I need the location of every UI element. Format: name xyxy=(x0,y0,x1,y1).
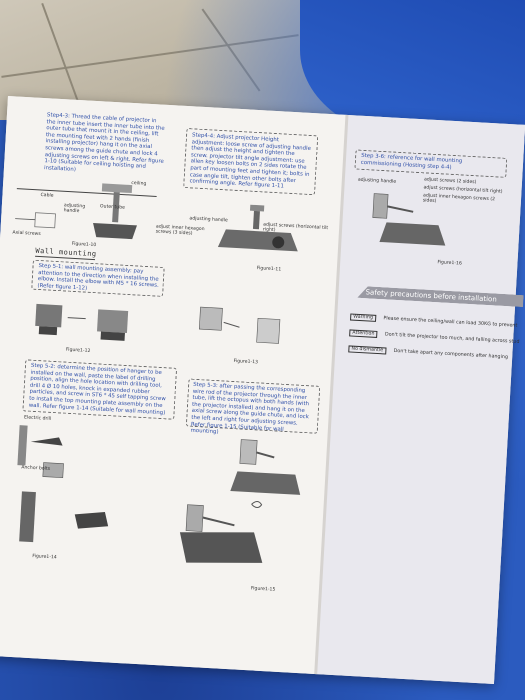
handle-label: adjusting handle xyxy=(63,203,86,215)
warning-tag: Warning xyxy=(350,313,377,322)
cable-label: Cable xyxy=(40,192,54,199)
ceiling-mount-figure xyxy=(15,183,157,240)
step5-2-text: Step 5-2: determine the position of hang… xyxy=(28,362,166,416)
step5-3-text: Step 5-3: after passing the correspondin… xyxy=(190,381,310,436)
instruction-sheet: Step4-3: Thread the cable of projector i… xyxy=(0,96,525,685)
step4-3-text: Step4-3: Thread the cable of projector i… xyxy=(43,112,165,173)
wall-drilling-figure xyxy=(17,425,109,543)
elbow-assembly-figure xyxy=(35,303,281,344)
wall-commission-figure xyxy=(372,193,446,246)
wall-projector-figure xyxy=(179,439,301,563)
step4-4-text: Step4-4: Adjust projector Height adjustm… xyxy=(189,132,312,190)
ceiling-label: ceiling xyxy=(131,181,147,187)
projector-adjust-figure xyxy=(217,204,298,252)
attention-tag: Attention xyxy=(349,329,378,338)
